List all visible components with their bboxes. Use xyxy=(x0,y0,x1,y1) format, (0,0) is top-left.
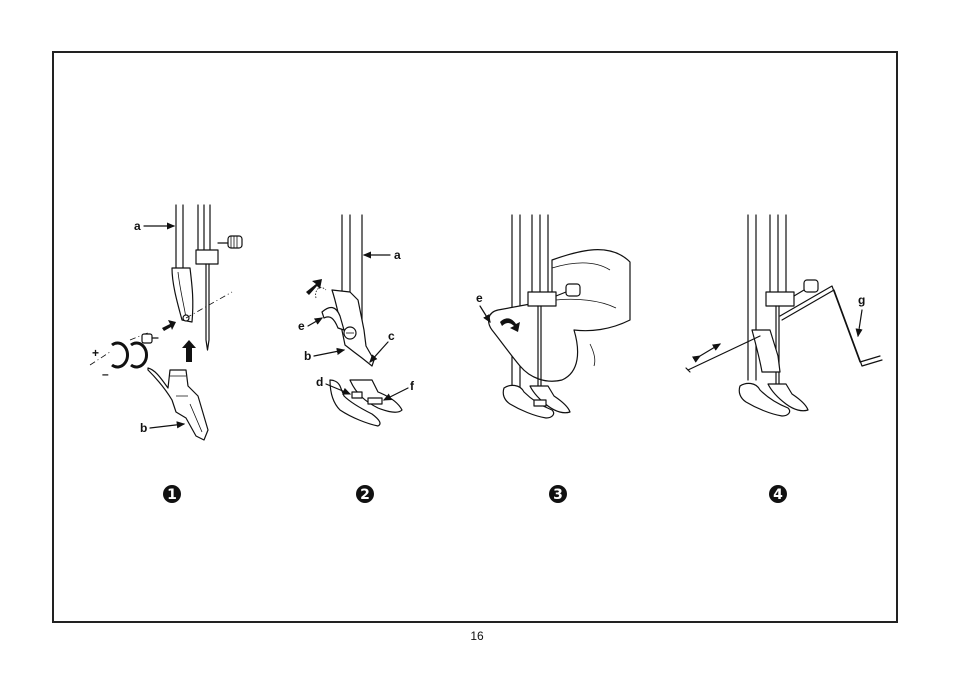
foot-pin xyxy=(352,392,362,398)
label-a: a xyxy=(394,248,401,262)
rotate-icon xyxy=(112,343,128,367)
arrow-icon xyxy=(306,279,322,295)
step-number: 1 xyxy=(167,487,177,503)
step-4-illustration: g xyxy=(686,215,882,416)
screwdriver-rod xyxy=(688,336,760,370)
shank-screw xyxy=(142,334,152,343)
label-d: d xyxy=(316,375,323,389)
step-number: 2 xyxy=(360,487,370,503)
step-marker-2: 2 xyxy=(356,485,374,503)
needle-thumb-screw xyxy=(228,236,242,248)
arrow-up-icon xyxy=(182,340,196,362)
presser-foot xyxy=(148,368,208,440)
needle-clamp xyxy=(766,292,794,306)
minus-sign: – xyxy=(102,367,109,381)
label-e: e xyxy=(298,319,305,333)
presser-shank xyxy=(172,268,193,322)
needle-thumb-screw xyxy=(566,284,580,296)
label-b: b xyxy=(140,421,147,435)
step-marker-1: 1 xyxy=(163,485,181,503)
needle-clamp xyxy=(528,292,556,306)
double-arrow-icon xyxy=(700,344,720,356)
step-marker-3: 3 xyxy=(549,485,567,503)
step-marker-4: 4 xyxy=(769,485,787,503)
plus-sign: + xyxy=(92,346,99,360)
step-3-illustration: e xyxy=(476,215,630,418)
step-2-illustration: a e c b d f xyxy=(298,215,415,426)
needle-bar xyxy=(198,205,210,255)
label-f: f xyxy=(410,379,415,393)
step-number: 4 xyxy=(773,487,783,503)
label-e: e xyxy=(476,291,483,305)
label-a: a xyxy=(134,219,141,233)
step-number: 3 xyxy=(553,487,563,503)
label-g: g xyxy=(858,293,865,307)
arrow-icon xyxy=(162,320,176,331)
page-number: 16 xyxy=(0,629,954,643)
presser-bar xyxy=(176,205,183,275)
label-b: b xyxy=(304,349,311,363)
needle-clamp xyxy=(196,250,218,264)
step-1-illustration: + – a b xyxy=(90,205,242,440)
label-c: c xyxy=(388,329,395,343)
needle-thumb-screw xyxy=(804,280,818,292)
